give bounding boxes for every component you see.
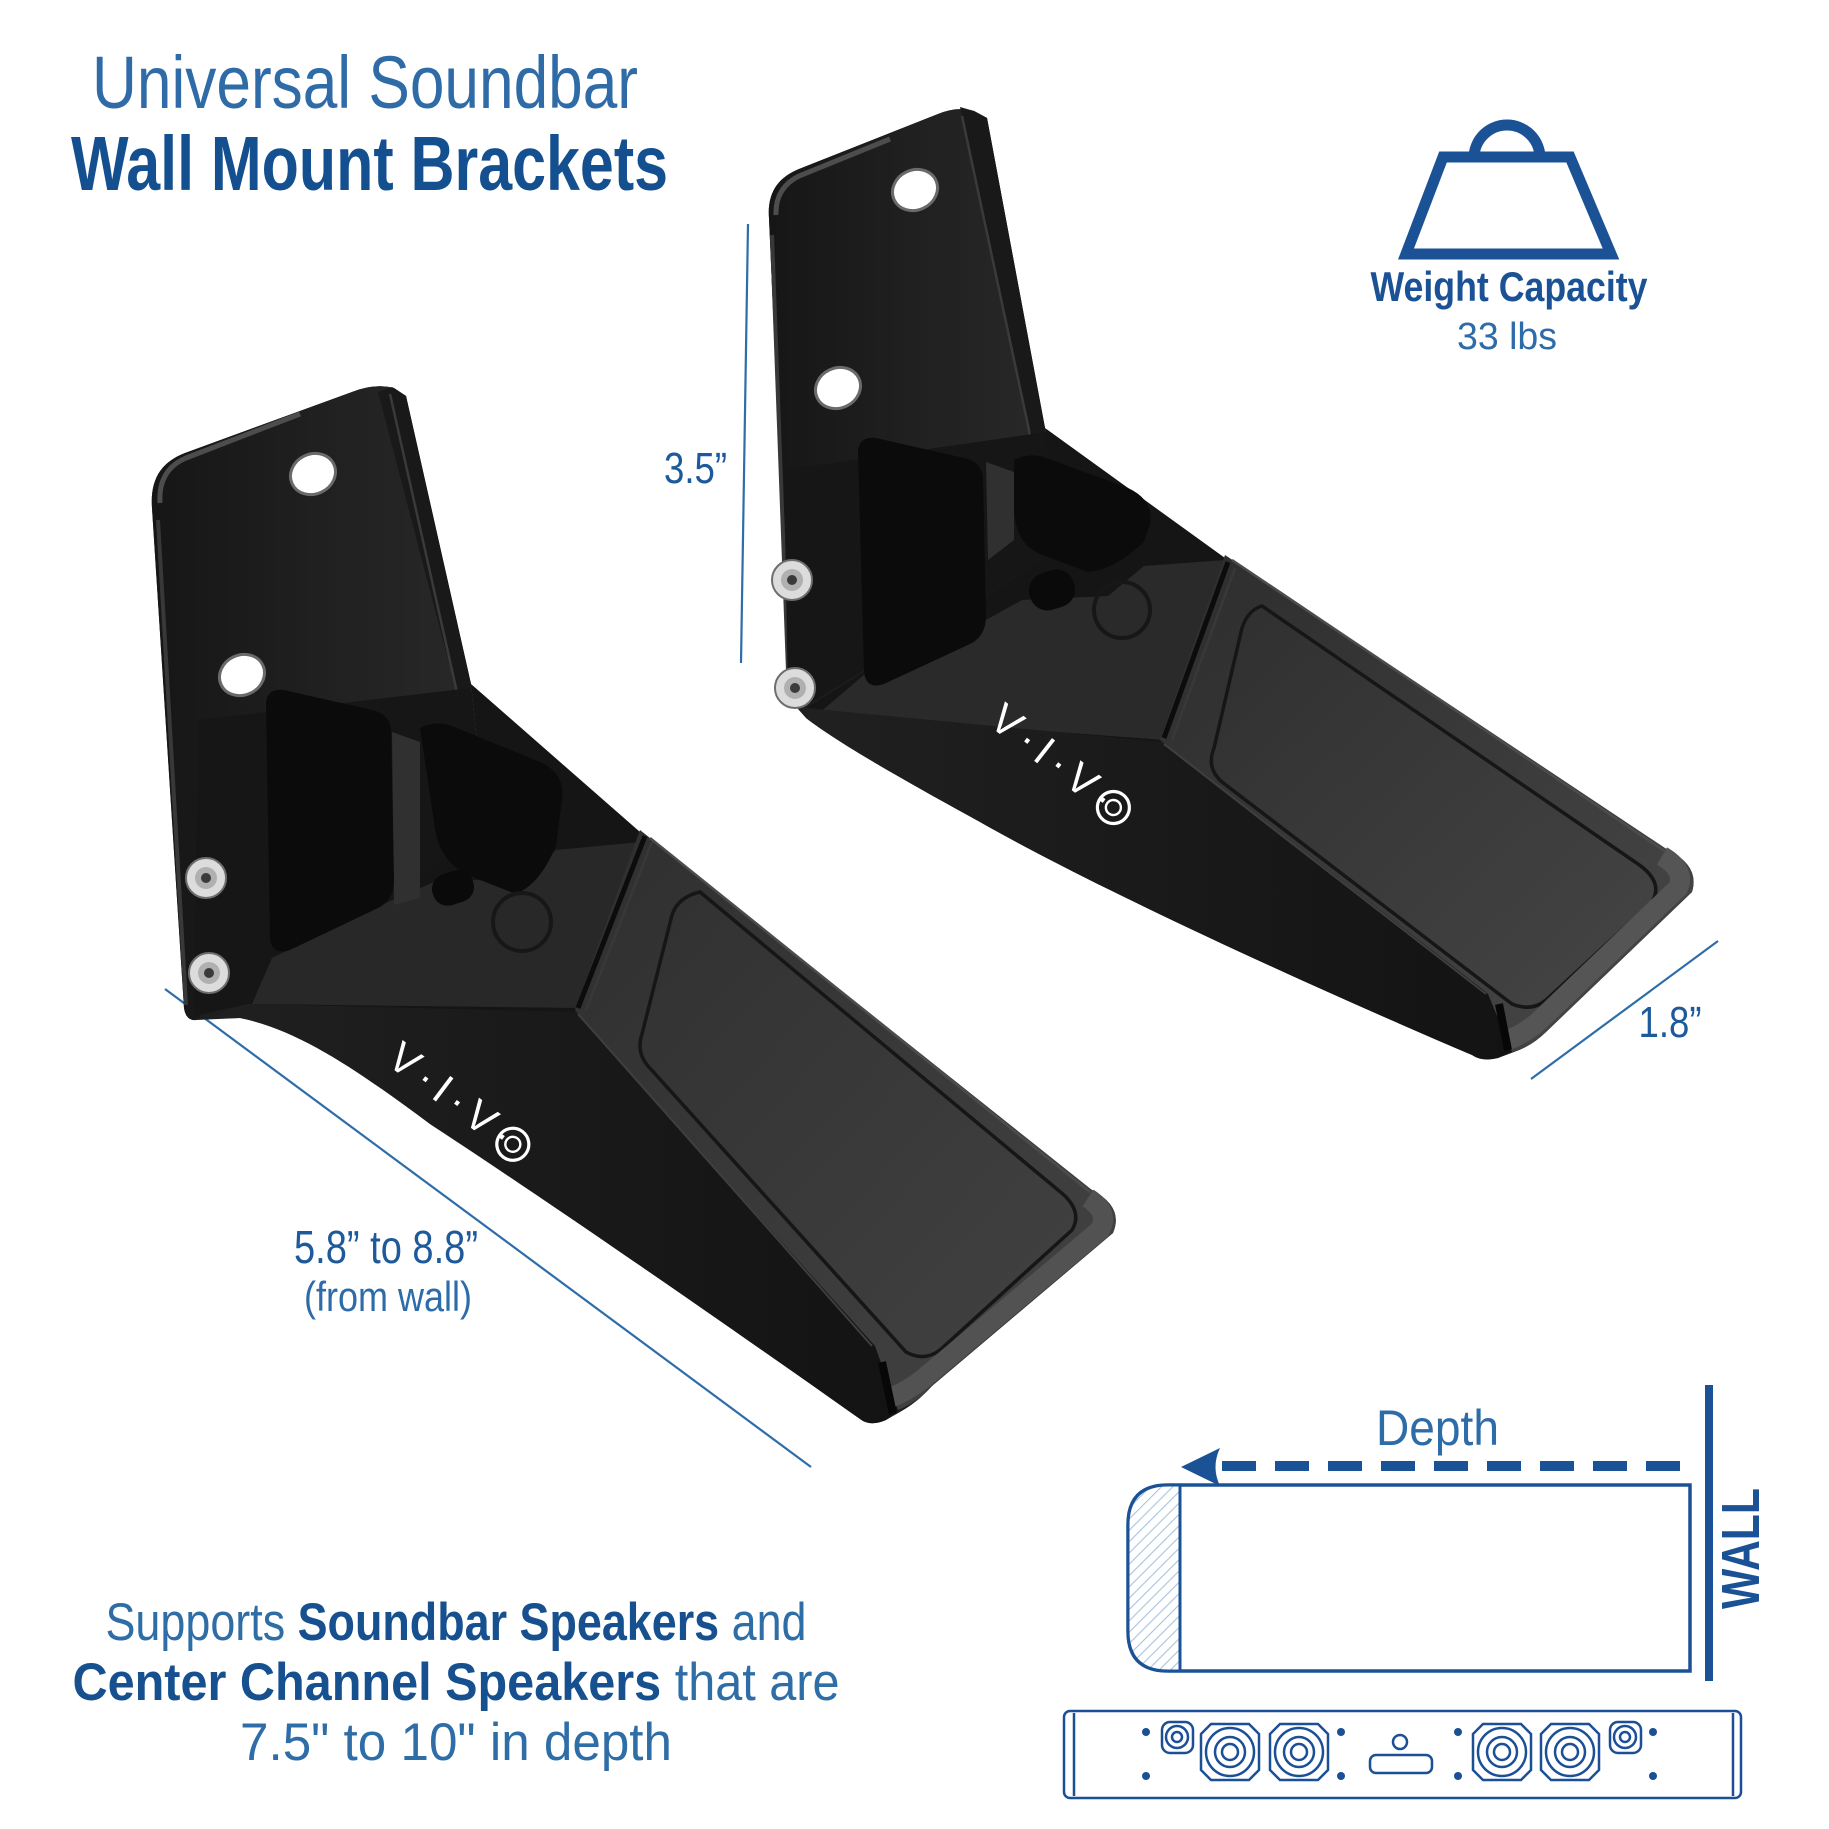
svg-text:5.8” to 8.8”: 5.8” to 8.8” (294, 1221, 478, 1273)
svg-text:1.8”: 1.8” (1639, 998, 1702, 1047)
svg-text:33 lbs: 33 lbs (1457, 316, 1557, 358)
svg-text:Center Channel Speakers that a: Center Channel Speakers that are (73, 1653, 840, 1712)
svg-text:Weight Capacity: Weight Capacity (1371, 263, 1649, 310)
svg-text:Universal Soundbar: Universal Soundbar (92, 41, 638, 124)
svg-text:Supports Soundbar Speakers and: Supports Soundbar Speakers and (106, 1593, 807, 1652)
svg-text:WALL: WALL (1711, 1488, 1771, 1609)
svg-text:Depth: Depth (1376, 1400, 1499, 1456)
svg-text:7.5" to 10" in depth: 7.5" to 10" in depth (240, 1713, 672, 1772)
svg-text:3.5”: 3.5” (664, 444, 727, 493)
svg-text:Wall Mount Brackets: Wall Mount Brackets (71, 121, 668, 207)
svg-text:(from wall): (from wall) (304, 1273, 472, 1320)
